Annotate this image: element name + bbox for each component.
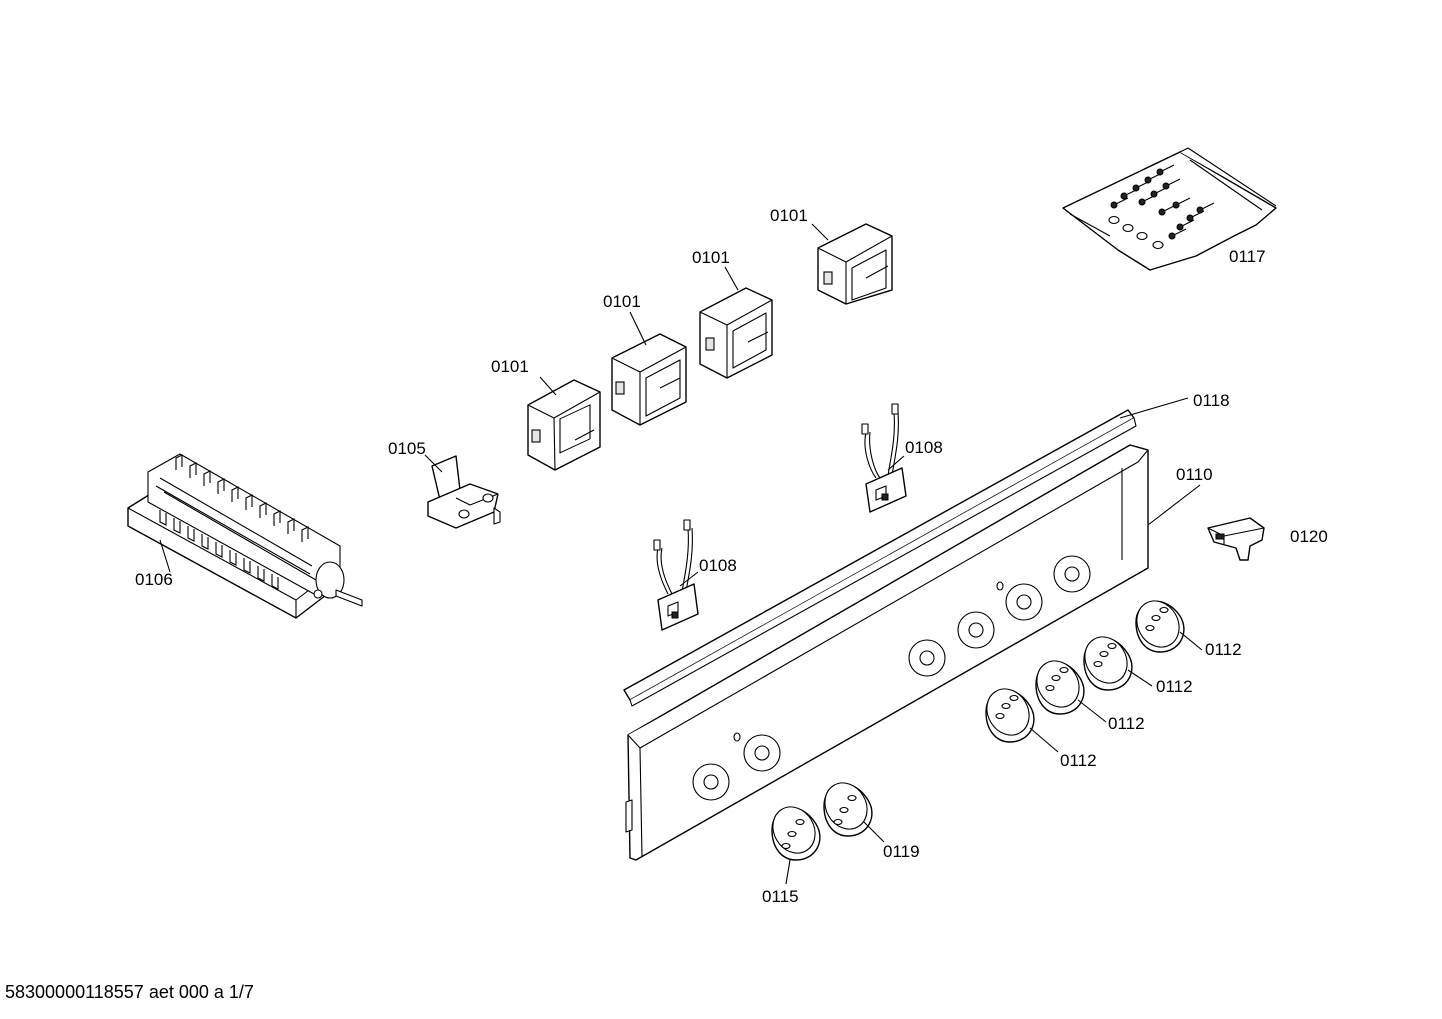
label-0112-d: 0112 xyxy=(1060,751,1097,770)
label-0101-3: 0101 xyxy=(692,248,730,267)
wiring-switch-bottom xyxy=(653,519,699,631)
knob-0119 xyxy=(823,782,873,837)
label-0117: 0117 xyxy=(1229,247,1266,266)
label-0112-b: 0112 xyxy=(1156,677,1193,696)
control-panel xyxy=(625,444,1149,861)
knob-0112-b xyxy=(1083,636,1133,691)
label-0101-2: 0101 xyxy=(603,292,641,311)
label-0120: 0120 xyxy=(1290,527,1328,546)
wiring-switch-top xyxy=(861,403,907,513)
label-0101-4: 0101 xyxy=(770,206,808,225)
label-0112-a: 0112 xyxy=(1205,640,1242,659)
label-0119: 0119 xyxy=(883,842,920,861)
label-0110: 0110 xyxy=(1176,465,1213,484)
screws xyxy=(1108,164,1215,250)
rail-profile xyxy=(623,409,1137,707)
label-0112-c: 0112 xyxy=(1108,714,1145,733)
rotary-switch-1 xyxy=(527,379,601,471)
panel-knob-holes xyxy=(692,555,1091,801)
label-0108-top: 0108 xyxy=(905,438,943,457)
gas-valve xyxy=(427,455,501,529)
label-0115: 0115 xyxy=(762,887,799,906)
knob-0112-c xyxy=(1035,660,1085,715)
rotary-switch-4 xyxy=(817,223,893,305)
label-0106: 0106 xyxy=(135,570,173,589)
knob-0112-d xyxy=(985,688,1035,743)
label-0105: 0105 xyxy=(388,439,426,458)
label-0118: 0118 xyxy=(1193,391,1230,410)
rotary-switch-3 xyxy=(699,287,773,379)
panel-clip xyxy=(1207,517,1265,561)
label-0101-1: 0101 xyxy=(491,357,529,376)
drawing-reference: 58300000118557 aet 000 a 1/7 xyxy=(5,982,254,1002)
knob-0115 xyxy=(771,806,821,861)
screw-bag xyxy=(1062,147,1277,271)
label-0108-bottom: 0108 xyxy=(699,556,737,575)
selector-switch xyxy=(127,453,363,619)
rotary-switch-2 xyxy=(611,333,687,426)
knob-0112-a xyxy=(1135,600,1185,653)
